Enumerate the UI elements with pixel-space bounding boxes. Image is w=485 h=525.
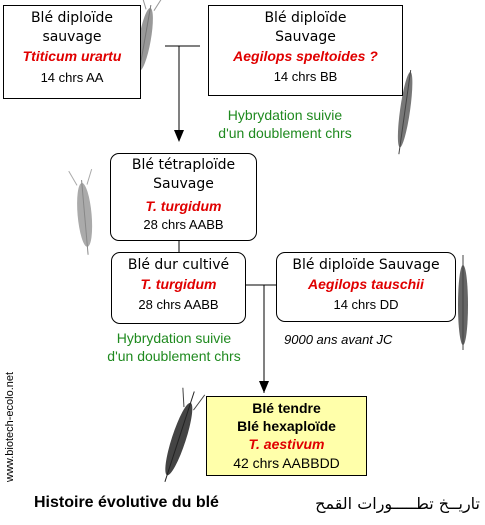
box-line-1: Blé diploïde Sauvage xyxy=(292,257,440,273)
chromosome-count: 14 chrs AA xyxy=(40,70,104,85)
wheat-ear-icon xyxy=(164,387,206,482)
box-line-1: Blé diploïde xyxy=(30,10,114,26)
species-name: Ttiticum urartu xyxy=(22,48,122,64)
hexaploid-box: Blé tendre Blé hexaploïde T. aestivum 42… xyxy=(206,396,367,476)
chromosome-count: 28 chrs AABB xyxy=(138,297,219,312)
hybridation-line-2: d'un doublement chrs xyxy=(218,125,352,141)
chromosome-count: 14 chrs DD xyxy=(333,297,399,312)
website-credit: www.biotech-ecolo.net xyxy=(4,371,16,482)
species-name: T. aestivum xyxy=(248,436,325,452)
species-name: Aegilops tauschii xyxy=(308,276,424,292)
species-name: T. turgidum xyxy=(145,198,222,214)
hybridation-note-1: Hybrydation suivie d'un doublement chrs xyxy=(195,106,375,142)
box-line-1: Blé tétraploïde xyxy=(131,157,236,173)
caption-french: Histoire évolutive du blé xyxy=(34,494,219,511)
wheat-ear-icon xyxy=(458,255,468,350)
box-line-1: Blé diploïde xyxy=(264,10,347,26)
species-name: Aegilops speltoides ? xyxy=(233,48,378,64)
chromosome-count: 14 chrs BB xyxy=(273,69,338,84)
durum-box: Blé dur cultivé T. turgidum 28 chrs AABB xyxy=(111,252,246,324)
hybridation-line-2: d'un doublement chrs xyxy=(107,348,241,364)
arrow-head xyxy=(174,130,184,142)
diploid-d-box: Blé diploïde Sauvage Aegilops tauschii 1… xyxy=(276,252,456,322)
caption-arabic: تاريــخ تطـــــورات القمح xyxy=(315,494,480,513)
tetraploid-box: Blé tétraploïde Sauvage T. turgidum 28 c… xyxy=(110,153,257,241)
box-line-2: Blé hexaploïde xyxy=(237,418,336,434)
box-line-2: Sauvage xyxy=(275,29,336,45)
diploid-b-box: Blé diploïde Sauvage Aegilops speltoides… xyxy=(208,5,403,96)
wheat-ear-icon xyxy=(68,168,93,255)
box-line-1: Blé dur cultivé xyxy=(127,257,230,273)
box-line-2: Sauvage xyxy=(153,176,214,192)
date-note: 9000 ans avant JC xyxy=(284,332,393,347)
hybridation-line-1: Hybrydation suivie xyxy=(227,107,343,123)
diploid-a-box: Blé diploïde sauvage Ttiticum urartu 14 … xyxy=(3,5,141,99)
arrow-head xyxy=(259,381,269,393)
box-line-1: Blé tendre xyxy=(252,400,321,416)
chromosome-count: 42 chrs AABBDD xyxy=(233,455,340,471)
hybridation-note-2: Hybrydation suivie d'un doublement chrs xyxy=(84,329,264,365)
hybridation-line-1: Hybrydation suivie xyxy=(116,330,232,346)
box-line-2: sauvage xyxy=(42,29,102,45)
wheat-ear-icon xyxy=(397,69,413,155)
species-name: T. turgidum xyxy=(140,276,217,292)
chromosome-count: 28 chrs AABB xyxy=(143,217,224,232)
